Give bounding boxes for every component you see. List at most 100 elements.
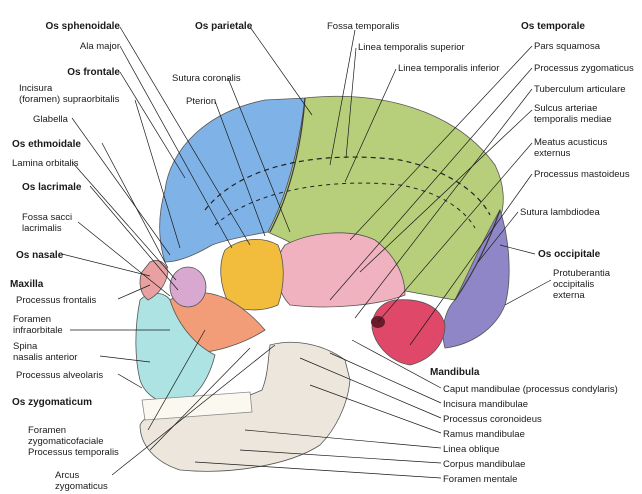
leader-line bbox=[119, 45, 233, 249]
label-processus-frontalis: Processus frontalis bbox=[16, 295, 97, 306]
label-maxilla: Maxilla bbox=[10, 279, 44, 290]
label-sulcus-2: temporalis mediae bbox=[534, 114, 612, 125]
leader-line bbox=[71, 161, 177, 281]
label-processus-coronoideus: Processus coronoideus bbox=[443, 414, 542, 425]
label-foramen-zyg-2: zygomaticofaciale bbox=[28, 436, 104, 447]
label-sutura-coronalis: Sutura coronalis bbox=[172, 73, 241, 84]
linea-temporalis-superior-curve bbox=[204, 156, 491, 216]
label-foramen-mentale: Foramen mentale bbox=[443, 474, 518, 485]
leader-line bbox=[344, 68, 397, 183]
leader-line bbox=[309, 384, 442, 434]
label-os-ethmoidale: Os ethmoidale bbox=[12, 139, 81, 150]
orbit-region bbox=[169, 266, 207, 308]
leader-line bbox=[77, 221, 171, 297]
leader-line bbox=[147, 329, 206, 431]
label-pterion: Pterion bbox=[186, 96, 217, 107]
label-fossa-sacci-2: lacrimalis bbox=[22, 223, 62, 234]
leader-line bbox=[409, 173, 533, 346]
leader-line bbox=[71, 117, 171, 256]
label-processus-zygomaticus: Processus zygomaticus bbox=[534, 63, 634, 74]
label-os-parietale: Os parietale bbox=[195, 21, 253, 32]
leader-line bbox=[119, 71, 186, 179]
label-arcus-2: zygomaticus bbox=[55, 481, 108, 492]
label-ala-major: Ala major bbox=[79, 41, 120, 52]
leader-line bbox=[299, 357, 442, 419]
processus-mastoideus-region bbox=[371, 299, 446, 366]
label-protuberantia-1: Protuberantia bbox=[553, 268, 611, 279]
label-processus-temporalis: Processus temporalis bbox=[28, 447, 119, 458]
leader-line bbox=[117, 373, 143, 389]
leader-line bbox=[134, 99, 181, 249]
label-os-frontale: Os frontale bbox=[67, 67, 120, 78]
label-linea-obliqua: Linea oblique bbox=[443, 444, 500, 455]
leader-line bbox=[244, 429, 442, 449]
label-incisura-supraorbitalis-1: Incisura bbox=[19, 83, 53, 94]
label-processus-mastoideus: Processus mastoideus bbox=[534, 169, 630, 180]
ala-major-region bbox=[220, 239, 284, 311]
leader-lines bbox=[61, 26, 552, 479]
label-meatus-1: Meatus acusticus bbox=[534, 137, 608, 148]
leader-line bbox=[111, 344, 276, 476]
leader-line bbox=[477, 211, 519, 263]
leader-line bbox=[119, 26, 251, 246]
label-fossa-sacci-1: Fossa sacci bbox=[22, 212, 73, 223]
label-sutura-lambdoidea: Sutura lambdiodea bbox=[520, 207, 600, 218]
leader-line bbox=[227, 77, 291, 233]
leader-line bbox=[214, 100, 266, 237]
label-os-nasale: Os nasale bbox=[16, 250, 64, 261]
label-os-lacrimale: Os lacrimale bbox=[22, 182, 82, 193]
leader-line bbox=[504, 279, 552, 306]
leader-line bbox=[149, 347, 251, 451]
leader-line bbox=[329, 352, 442, 404]
label-incisura-mandibulae: Incisura mandibulae bbox=[443, 399, 529, 410]
label-linea-temporalis-inferior: Linea temporalis inferior bbox=[398, 63, 500, 74]
label-os-temporale: Os temporale bbox=[521, 21, 585, 32]
label-spina-1: Spina bbox=[13, 341, 38, 352]
teeth bbox=[141, 391, 253, 421]
label-protuberantia-2: occipitalis bbox=[553, 279, 595, 290]
leader-line bbox=[345, 47, 357, 159]
leader-line bbox=[61, 253, 151, 277]
label-linea-temporalis-superior: Linea temporalis superior bbox=[358, 42, 465, 53]
leader-line bbox=[351, 339, 442, 389]
leader-line bbox=[359, 109, 533, 273]
leader-line bbox=[329, 67, 533, 301]
leader-line bbox=[349, 45, 533, 241]
label-pars-squamosa: Pars squamosa bbox=[534, 41, 601, 52]
maxilla-region bbox=[135, 292, 216, 406]
label-spina-2: nasalis anterior bbox=[13, 352, 78, 363]
label-fossa-temporalis: Fossa temporalis bbox=[327, 21, 400, 32]
label-ramus-mandibulae: Ramus mandibulae bbox=[443, 429, 525, 440]
label-tuberculum-articulare: Tuberculum articulare bbox=[534, 84, 626, 95]
label-sulcus-1: Sulcus arteriae bbox=[534, 103, 598, 114]
label-os-occipitale: Os occipitale bbox=[538, 249, 601, 260]
label-caput-mandibulae: Caput mandibulae (processus condylaris) bbox=[443, 384, 618, 395]
label-os-zygomaticum: Os zygomaticum bbox=[12, 397, 93, 408]
label-lamina-orbitalis: Lamina orbitalis bbox=[12, 158, 79, 169]
os-occipitale-region bbox=[442, 209, 510, 349]
label-arcus-1: Arcus bbox=[55, 470, 80, 481]
leader-line bbox=[329, 29, 356, 166]
leader-line bbox=[239, 449, 442, 464]
leader-line bbox=[101, 142, 169, 269]
leader-line bbox=[194, 461, 442, 479]
leader-line bbox=[117, 284, 151, 300]
sutura-lambdoidea-line bbox=[454, 209, 501, 301]
label-glabella: Glabella bbox=[33, 114, 68, 125]
sutura-coronalis-line bbox=[269, 97, 306, 233]
label-mandibula: Mandibula bbox=[430, 367, 480, 378]
leader-line bbox=[249, 26, 313, 116]
label-incisura-supraorbitalis-2: (foramen) supraorbitalis bbox=[19, 94, 120, 105]
leader-line bbox=[499, 244, 536, 255]
label-foramen-infra-1: Foramen bbox=[13, 314, 52, 325]
label-meatus-2: externus bbox=[534, 148, 571, 159]
label-processus-alveolaris: Processus alveolaris bbox=[16, 370, 104, 381]
leader-line bbox=[377, 142, 533, 323]
leader-line bbox=[99, 355, 151, 363]
label-foramen-infra-2: infraorbitale bbox=[13, 325, 63, 336]
label-protuberantia-3: externa bbox=[553, 290, 585, 301]
leader-line bbox=[89, 185, 179, 291]
linea-temporalis-inferior-curve bbox=[214, 182, 476, 229]
